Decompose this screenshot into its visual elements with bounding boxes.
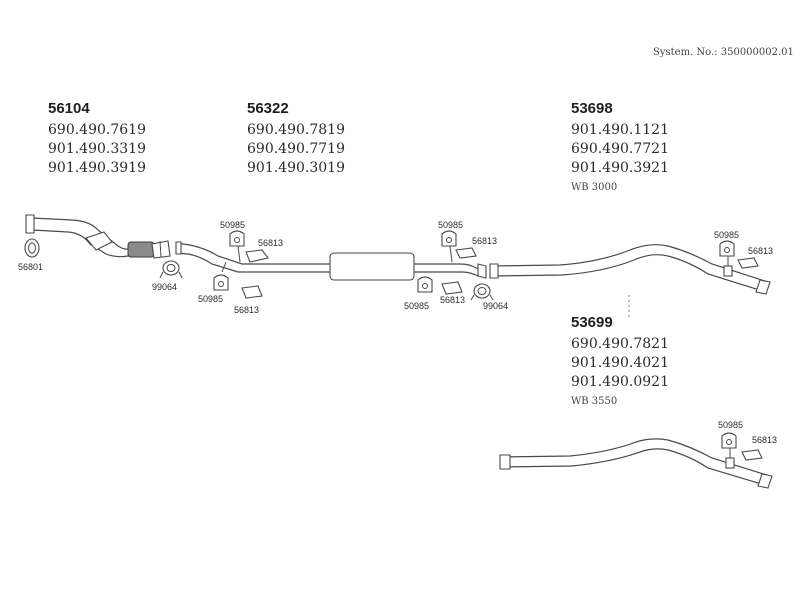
muffler [329, 252, 415, 281]
tail-pipe-wb3550 [499, 438, 773, 489]
mount-assembly-upper-middle: 50985 56813 [438, 220, 497, 263]
group-56104: 56104 690.490.7619 901.490.3319 901.490.… [48, 100, 146, 176]
part-label: 50985 [220, 220, 245, 230]
part-label: 99064 [152, 282, 177, 292]
clamp: 99064 [152, 260, 183, 292]
front-pipe [25, 214, 171, 259]
part-label: 56813 [234, 305, 259, 315]
part-number: 690.490.7821 [571, 336, 669, 352]
mount-assembly-tail-upper: 50985 56813 [714, 230, 773, 277]
clamp: 99064 [470, 283, 508, 311]
wheelbase-note: WB 3550 [571, 396, 617, 407]
mount-assembly-tail-lower: 50985 56813 [718, 420, 777, 469]
group-53698: 53698 901.490.1121 690.490.7721 901.490.… [571, 100, 669, 193]
part-number: 901.490.3019 [247, 160, 345, 176]
middle-pipe [175, 241, 487, 281]
mount-assembly-upper-left: 50985 56813 [220, 220, 283, 263]
part-label: 56801 [18, 262, 43, 272]
part-label: 56813 [748, 246, 773, 256]
part-label: 50985 [718, 420, 743, 430]
gasket-ring: 56801 [18, 238, 43, 272]
mount-assembly-lower-middle: 50985 56813 [404, 276, 465, 311]
part-label: 56813 [752, 435, 777, 445]
part-number: 690.490.7819 [247, 122, 345, 138]
group-56322: 56322 690.490.7819 690.490.7719 901.490.… [247, 100, 345, 176]
part-number: 690.490.7721 [571, 141, 669, 157]
mount-assembly-lower-left: 50985 56813 [198, 261, 263, 315]
group-id: 53699 [571, 314, 613, 331]
group-53699: 53699 690.490.7821 901.490.4021 901.490.… [571, 314, 669, 407]
part-label: 56813 [472, 236, 497, 246]
part-label: 50985 [714, 230, 739, 240]
part-number: 901.490.3921 [571, 160, 669, 176]
part-number: 901.490.1121 [571, 122, 669, 138]
group-id: 56104 [48, 100, 90, 117]
part-label: 56813 [440, 295, 465, 305]
wheelbase-note: WB 3000 [571, 182, 617, 193]
part-label: 50985 [198, 294, 223, 304]
part-label: 99064 [483, 301, 508, 311]
part-number: 690.490.7719 [247, 141, 345, 157]
part-label: 56813 [258, 238, 283, 248]
part-number: 901.490.3319 [48, 141, 146, 157]
part-label: 50985 [438, 220, 463, 230]
group-id: 53698 [571, 100, 613, 117]
part-number: 690.490.7619 [48, 122, 146, 138]
part-number: 901.490.0921 [571, 374, 669, 390]
tail-pipe-wb3000 [489, 244, 771, 295]
group-id: 56322 [247, 100, 289, 117]
part-number: 901.490.3919 [48, 160, 146, 176]
part-label: 50985 [404, 301, 429, 311]
system-number: System. No.: 350000002.01 [653, 47, 794, 58]
part-number: 901.490.4021 [571, 355, 669, 371]
